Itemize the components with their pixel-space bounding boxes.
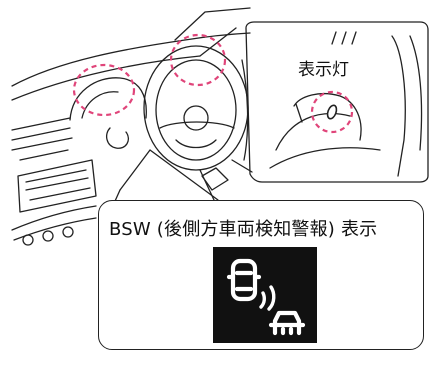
bsw-panel-title: BSW (後側方車両検知警報) 表示 <box>109 219 378 240</box>
highlight-mirror-area <box>169 33 227 87</box>
blind-spot-warning-icon <box>213 247 317 343</box>
indicator-lamp-label: 表示灯 <box>298 60 349 80</box>
highlight-instrument-cluster <box>72 63 136 117</box>
bsw-display-panel: BSW (後側方車両検知警報) 表示 <box>98 200 424 350</box>
highlight-indicator-lamp <box>310 90 354 134</box>
